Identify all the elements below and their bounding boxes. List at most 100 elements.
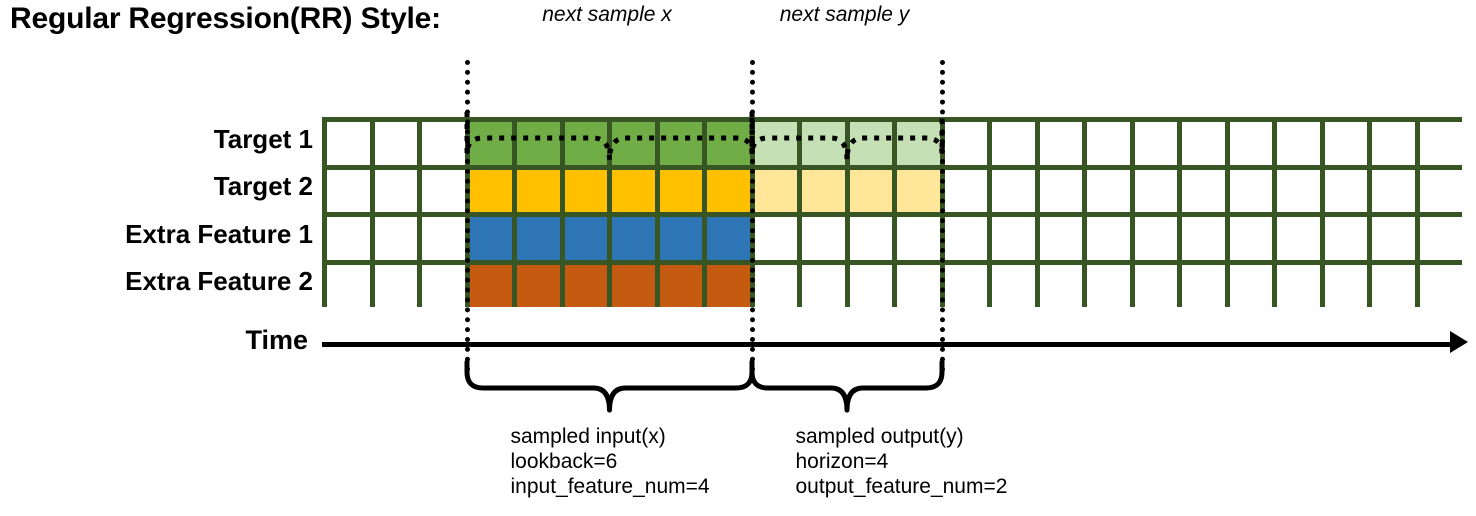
- grid-cell: [1324, 217, 1367, 260]
- top-brace-1: [464, 112, 755, 161]
- grid-cell: [992, 217, 1035, 260]
- top-brace-label-2: next sample y: [779, 3, 910, 26]
- grid-cell: [754, 264, 797, 307]
- grid-cell: [1182, 217, 1225, 260]
- grid-cell: [469, 169, 512, 212]
- grid-cell: [754, 169, 797, 212]
- row-label-2: Target 2: [213, 171, 313, 202]
- grid-cell: [754, 217, 797, 260]
- grid-cell: [849, 264, 892, 307]
- grid-cell: [897, 264, 940, 307]
- top-brace-label-1: next sample x: [542, 3, 672, 26]
- grid-cell: [659, 217, 702, 260]
- grid-cell: [422, 264, 465, 307]
- grid-cell: [944, 264, 987, 307]
- grid-cell: [564, 122, 607, 165]
- grid-cell: [469, 264, 512, 307]
- grid-cell: [374, 169, 417, 212]
- grid-cell: [422, 122, 465, 165]
- grid-cell: [707, 217, 750, 260]
- grid-cell: [802, 217, 845, 260]
- caption-line: horizon=4: [795, 450, 889, 473]
- grid-cell: [1277, 122, 1320, 165]
- grid-cell: [1182, 264, 1225, 307]
- grid-cell: [327, 122, 370, 165]
- grid-cell: [897, 169, 940, 212]
- grid-cell: [374, 122, 417, 165]
- grid-cell: [1134, 122, 1177, 165]
- grid-cell: [1229, 217, 1272, 260]
- grid-cell: [1087, 122, 1130, 165]
- caption-line: lookback=6: [510, 450, 618, 473]
- grid-cell: [517, 264, 560, 307]
- caption-line: output_feature_num=2: [795, 475, 1008, 498]
- grid-cell: [1419, 264, 1462, 307]
- grid-cell: [944, 122, 987, 165]
- grid-cell: [897, 217, 940, 260]
- grid-cell: [659, 122, 702, 165]
- grid-cell: [1372, 122, 1415, 165]
- bottom-brace-2: [749, 359, 945, 413]
- grid-cell: [1087, 169, 1130, 212]
- grid-cell: [1134, 169, 1177, 212]
- grid-cell: [1134, 217, 1177, 260]
- grid-cell: [327, 264, 370, 307]
- grid-cell: [1229, 264, 1272, 307]
- grid-cell: [1087, 264, 1130, 307]
- grid-cell: [469, 122, 512, 165]
- grid-cell: [517, 169, 560, 212]
- row-label-1: Target 1: [213, 123, 313, 154]
- grid-cell: [1229, 169, 1272, 212]
- grid-cell: [802, 169, 845, 212]
- grid-cell: [1039, 264, 1082, 307]
- grid-cell: [1324, 264, 1367, 307]
- grid-cell: [374, 264, 417, 307]
- grid-cell: [992, 122, 1035, 165]
- grid-cell: [422, 169, 465, 212]
- grid-cell: [612, 217, 655, 260]
- grid-cell: [1372, 169, 1415, 212]
- lookback-end-guide: [750, 60, 755, 372]
- grid-cell: [1134, 264, 1177, 307]
- bottom-brace-1: [464, 359, 755, 413]
- grid-cell: [1182, 169, 1225, 212]
- grid-cell: [897, 122, 940, 165]
- grid-cell: [1419, 217, 1462, 260]
- grid-cell: [849, 217, 892, 260]
- grid-cell: [707, 169, 750, 212]
- grid-cell: [327, 217, 370, 260]
- grid-cell: [327, 169, 370, 212]
- caption-line: sampled input(x): [510, 425, 666, 448]
- caption-line: input_feature_num=4: [510, 475, 710, 498]
- grid-cell: [802, 264, 845, 307]
- grid-cell: [1324, 122, 1367, 165]
- grid-cell: [1182, 122, 1225, 165]
- horizon-end-guide: [940, 60, 945, 372]
- row-label-3: Extra Feature 1: [125, 218, 313, 249]
- grid-cell: [1419, 122, 1462, 165]
- grid-cell: [1229, 122, 1272, 165]
- grid-cell: [707, 122, 750, 165]
- grid-cell: [849, 169, 892, 212]
- grid-cell: [469, 217, 512, 260]
- grid-cell: [564, 169, 607, 212]
- grid-cell: [1039, 169, 1082, 212]
- grid-cell: [1039, 122, 1082, 165]
- grid-cell: [517, 122, 560, 165]
- grid-cell: [1324, 169, 1367, 212]
- time-axis-label: Time: [245, 325, 308, 355]
- grid-cell: [517, 217, 560, 260]
- grid-cell: [659, 169, 702, 212]
- caption-line: sampled output(y): [795, 425, 964, 448]
- grid-cell: [612, 169, 655, 212]
- grid-cell: [612, 264, 655, 307]
- grid-cell: [754, 122, 797, 165]
- timeline-grid: [322, 117, 1462, 307]
- grid-cell: [992, 264, 1035, 307]
- grid-cell: [944, 217, 987, 260]
- grid-cell: [564, 264, 607, 307]
